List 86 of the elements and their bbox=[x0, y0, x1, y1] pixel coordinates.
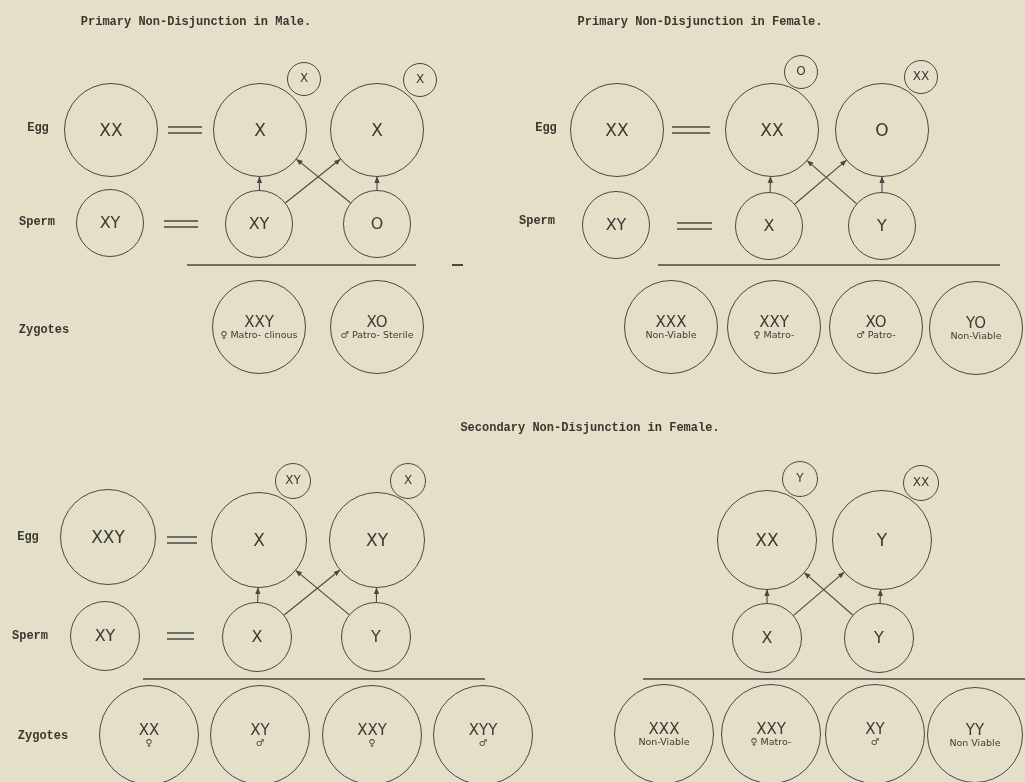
sex-note: Non-Viable bbox=[638, 737, 690, 748]
genotype-text: X bbox=[371, 120, 383, 140]
arrow bbox=[285, 158, 341, 204]
genotype-text: Y bbox=[876, 530, 888, 550]
genotype-text: XYY bbox=[468, 721, 498, 739]
sex-note: ♀ Matro- clinous bbox=[220, 330, 298, 341]
genotype-text: Y bbox=[874, 629, 884, 647]
arrow bbox=[793, 571, 845, 616]
genotype-text: XY bbox=[94, 627, 116, 645]
genotype-text: XX bbox=[755, 530, 779, 550]
genotype-text: XXX bbox=[655, 313, 687, 331]
sex-note: Non-Viable bbox=[950, 331, 1002, 342]
arrow bbox=[767, 176, 773, 193]
genotype-text: X bbox=[299, 72, 309, 86]
genotype-text: XY bbox=[248, 215, 270, 233]
sex-note: ♂ bbox=[478, 738, 488, 749]
sex-note: Non-Viable bbox=[645, 330, 697, 341]
genotype-text: XX bbox=[138, 721, 160, 739]
genotype-text: XY bbox=[285, 474, 301, 488]
row-label: Sperm bbox=[519, 214, 555, 228]
genotype-text: X bbox=[251, 628, 263, 646]
genotype-text: O bbox=[370, 215, 384, 233]
genotype-text: YO bbox=[965, 314, 987, 332]
genotype-text: XX bbox=[605, 120, 629, 140]
genotype-text: X bbox=[254, 120, 266, 140]
genotype-text: X bbox=[761, 629, 773, 647]
genotype-text: XX bbox=[912, 70, 930, 84]
genotype-text: XXY bbox=[756, 720, 786, 738]
section-heading: Primary Non-Disjunction in Male. bbox=[80, 15, 312, 29]
row-label: Sperm bbox=[12, 629, 48, 643]
genotype-text: Y bbox=[877, 217, 887, 235]
sex-note: Non Viable bbox=[949, 738, 1001, 749]
row-label: Egg bbox=[27, 121, 49, 135]
row-label: Zygotes bbox=[17, 729, 69, 743]
arrow bbox=[296, 158, 352, 204]
genotype-text: XY bbox=[99, 214, 121, 232]
arrow bbox=[295, 570, 350, 616]
genotype-text: XY bbox=[605, 216, 627, 234]
genotype-text: O bbox=[875, 120, 889, 140]
genotype-text: XXY bbox=[759, 313, 789, 331]
row-label: Egg bbox=[17, 530, 39, 544]
arrow bbox=[804, 572, 854, 616]
sex-note: ♂ Patro- Sterile bbox=[340, 330, 414, 341]
sex-note: ♂ bbox=[255, 738, 265, 749]
genotype-text: O bbox=[796, 65, 806, 79]
genotype-text: XY bbox=[366, 530, 388, 550]
sex-note: ♀ bbox=[368, 738, 376, 749]
section-heading: Secondary Non-Disjunction in Female. bbox=[460, 421, 720, 435]
genotype-text: XX bbox=[912, 476, 930, 490]
arrow bbox=[764, 589, 770, 604]
arrow bbox=[806, 160, 857, 205]
genotype-text: YY bbox=[965, 721, 985, 739]
genotype-text: X bbox=[403, 474, 413, 488]
row-label: Egg bbox=[535, 121, 557, 135]
sex-note: ♀ Matro- bbox=[753, 330, 795, 341]
row-label: Zygotes bbox=[18, 323, 70, 337]
genotype-text: XO bbox=[865, 313, 887, 331]
section-heading: Primary Non-Disjunction in Female. bbox=[577, 15, 823, 29]
sex-note: ♀ Matro- bbox=[750, 737, 792, 748]
genotype-text: XXX bbox=[648, 720, 680, 738]
genotype-text: XXY bbox=[244, 313, 274, 331]
genotype-text: XO bbox=[366, 313, 388, 331]
arrow bbox=[877, 589, 883, 604]
arrow bbox=[879, 176, 885, 193]
arrow bbox=[256, 176, 263, 191]
genotype-text: Y bbox=[796, 472, 804, 486]
sex-note: ♀ bbox=[145, 738, 153, 749]
row-label: Sperm bbox=[19, 215, 55, 229]
sex-note: ♂ Patro- bbox=[856, 330, 896, 341]
arrow bbox=[794, 159, 847, 205]
genotype-text: XY bbox=[865, 720, 885, 738]
arrow bbox=[373, 587, 380, 603]
genotype-text: XY bbox=[250, 721, 270, 739]
genotype-text: XXY bbox=[357, 721, 387, 739]
genotype-text: XX bbox=[760, 120, 784, 140]
genotype-text: XX bbox=[99, 120, 123, 140]
arrow bbox=[255, 587, 261, 603]
arrow bbox=[374, 176, 380, 191]
genotype-text: X bbox=[415, 73, 425, 87]
genotype-text: X bbox=[253, 530, 265, 550]
arrow bbox=[283, 569, 341, 616]
genotype-text: XXY bbox=[91, 527, 125, 547]
genotype-text: X bbox=[763, 217, 775, 235]
genotype-text: Y bbox=[371, 628, 381, 646]
zygote-circle bbox=[929, 281, 1023, 375]
sex-note: ♂ bbox=[870, 737, 880, 748]
